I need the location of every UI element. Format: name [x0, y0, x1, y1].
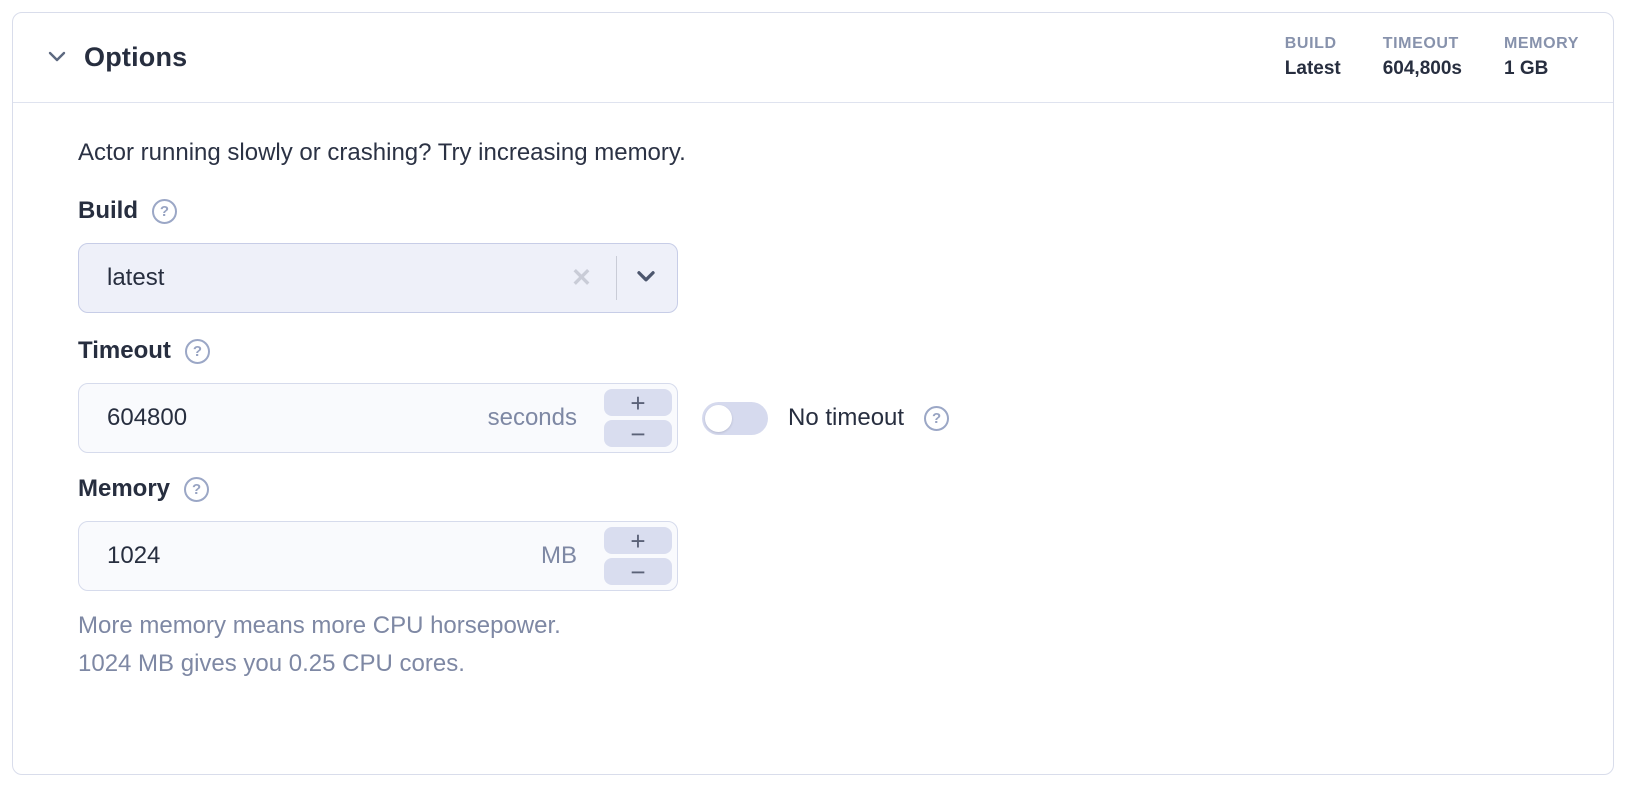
timeout-increment-button[interactable]: +: [604, 389, 672, 416]
summary-build-value: Latest: [1284, 58, 1341, 79]
build-label: Build: [78, 197, 138, 224]
memory-stepper: + −: [604, 527, 672, 585]
timeout-label-row: Timeout ?: [78, 337, 1579, 365]
no-timeout-label: No timeout: [788, 404, 905, 431]
memory-helper-line2: 1024 MB gives you 0.25 CPU cores.: [78, 650, 465, 677]
summary-memory-value: 1 GB: [1503, 58, 1549, 79]
memory-input-wrap: MB + −: [78, 521, 678, 591]
intro-text: Actor running slowly or crashing? Try in…: [78, 139, 686, 166]
build-clear-icon[interactable]: ✕: [565, 265, 598, 291]
build-label-row: Build ?: [78, 197, 1579, 225]
timeout-stepper: + −: [604, 389, 672, 447]
options-card: Options BUILD Latest TIMEOUT 604,800s ME…: [12, 12, 1614, 775]
memory-helper-text: More memory means more CPU horsepower. 1…: [78, 607, 1579, 683]
build-select[interactable]: latest ✕: [78, 243, 678, 313]
build-help-icon[interactable]: ?: [152, 198, 177, 224]
minus-icon: −: [630, 556, 646, 587]
no-timeout-toggle[interactable]: [702, 401, 768, 435]
timeout-input-wrap: seconds + −: [78, 383, 678, 453]
page-title: Options: [84, 42, 188, 72]
memory-input[interactable]: [107, 542, 541, 570]
memory-label: Memory: [78, 475, 171, 502]
memory-unit: MB: [541, 542, 577, 569]
timeout-row: seconds + − No timeout ?: [78, 383, 1579, 453]
timeout-label: Timeout: [78, 337, 171, 364]
timeout-unit: seconds: [487, 404, 577, 431]
no-timeout-group: No timeout ?: [702, 401, 950, 435]
memory-helper-line1: More memory means more CPU horsepower.: [78, 612, 561, 639]
memory-decrement-button[interactable]: −: [604, 558, 672, 585]
chevron-down-icon: [45, 44, 69, 71]
summary-timeout-value: 604,800s: [1382, 58, 1462, 79]
options-card-body: Actor running slowly or crashing? Try in…: [13, 103, 1613, 683]
memory-help-icon[interactable]: ?: [184, 476, 210, 502]
options-card-header: Options BUILD Latest TIMEOUT 604,800s ME…: [13, 13, 1613, 103]
minus-icon: −: [630, 418, 646, 449]
timeout-decrement-button[interactable]: −: [604, 420, 672, 447]
memory-label-row: Memory ?: [78, 475, 1579, 503]
timeout-input[interactable]: [107, 404, 488, 432]
summary-timeout: TIMEOUT 604,800s: [1383, 35, 1462, 80]
summary-memory-label: MEMORY: [1503, 35, 1579, 52]
chevron-down-icon[interactable]: [633, 263, 659, 294]
build-select-divider: [616, 256, 617, 300]
build-select-value: latest: [107, 264, 165, 291]
options-summary: BUILD Latest TIMEOUT 604,800s MEMORY 1 G…: [1285, 35, 1579, 80]
memory-increment-button[interactable]: +: [604, 527, 672, 554]
collapse-toggle-button[interactable]: [40, 41, 74, 75]
summary-timeout-label: TIMEOUT: [1382, 35, 1459, 52]
summary-build: BUILD Latest: [1285, 35, 1341, 80]
plus-icon: +: [630, 525, 646, 556]
no-timeout-help-icon[interactable]: ?: [924, 405, 950, 431]
memory-row: MB + −: [78, 521, 1579, 591]
toggle-knob: [705, 404, 732, 432]
plus-icon: +: [630, 387, 646, 418]
summary-memory: MEMORY 1 GB: [1504, 35, 1579, 80]
timeout-help-icon[interactable]: ?: [184, 338, 210, 364]
summary-build-label: BUILD: [1284, 35, 1337, 52]
